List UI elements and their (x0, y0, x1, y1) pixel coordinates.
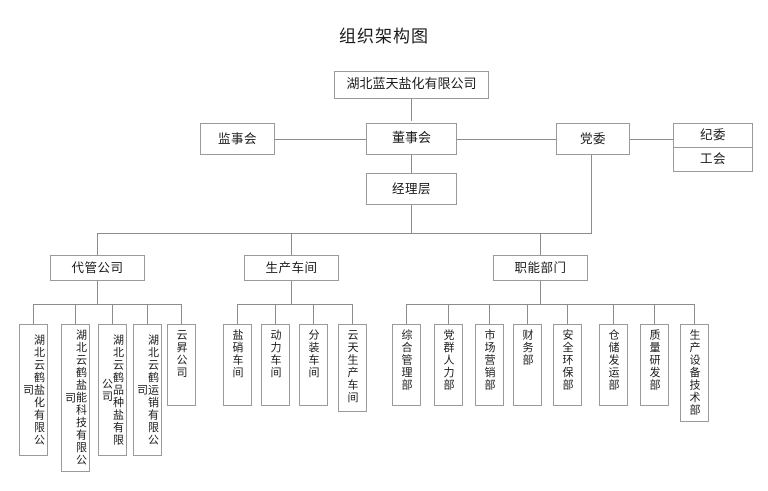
leaf-managed-company-2[interactable]: 湖北云鹤盐能科技有限公司 (61, 324, 90, 472)
connector-party-discipline (629, 139, 674, 140)
node-root-company[interactable]: 湖北蓝天盐化有限公司 (334, 71, 489, 99)
node-party-committee-label: 党委 (579, 130, 606, 146)
leaf-managed-company-3[interactable]: 湖北云鹤品种盐有限公司 (98, 324, 127, 456)
connector-supervisory-board (274, 139, 367, 140)
connector-functional-child-8 (694, 304, 695, 324)
node-group-functional-departments-label: 职能部门 (514, 259, 567, 275)
leaf-managed-company-5-label: 云昇公司 (175, 329, 188, 379)
leaf-production-workshop-2-label: 动力车间 (269, 329, 282, 379)
node-group-production-workshops-label: 生产车间 (265, 259, 318, 275)
connector-managed-child-4 (147, 304, 148, 324)
leaf-functional-department-7-label: 质量研发部 (648, 329, 661, 392)
node-labor-union-label: 工会 (699, 151, 726, 167)
connector-drop-functional (540, 233, 541, 255)
leaf-managed-company-3-label: 湖北云鹤品种盐有限公司 (100, 333, 125, 447)
leaf-functional-department-2-label: 党群人力部 (442, 329, 455, 392)
connector-root-down (411, 99, 412, 121)
node-discipline-committee-label: 纪委 (699, 127, 726, 143)
leaf-production-workshop-3[interactable]: 分装车间 (299, 324, 328, 406)
leaf-production-workshop-3-label: 分装车间 (307, 329, 320, 379)
leaf-production-workshop-1-label: 盐硝车间 (231, 329, 244, 379)
connector-functional-child-7 (654, 304, 655, 324)
connector-functional-child-1 (406, 304, 407, 324)
leaf-functional-department-5[interactable]: 安全环保部 (553, 324, 582, 406)
leaf-functional-department-6[interactable]: 仓储发运部 (599, 324, 628, 406)
connector-functional-bar (406, 304, 694, 305)
leaf-functional-department-4[interactable]: 财务部 (513, 324, 542, 406)
node-group-functional-departments[interactable]: 职能部门 (493, 255, 588, 281)
leaf-production-workshop-1[interactable]: 盐硝车间 (223, 324, 252, 406)
connector-main-bar (97, 233, 592, 234)
connector-drop-managed (97, 233, 98, 255)
connector-managed-bar (33, 304, 181, 305)
node-supervisory-board[interactable]: 监事会 (200, 123, 275, 155)
leaf-functional-department-3-label: 市场营销部 (483, 329, 496, 392)
leaf-functional-department-1-label: 综合管理部 (400, 329, 413, 392)
node-party-committee[interactable]: 党委 (556, 123, 630, 155)
leaf-functional-department-8-label: 生产设备技术部 (688, 329, 701, 417)
connector-functional-child-6 (613, 304, 614, 324)
node-management-layer-label: 经理层 (391, 180, 431, 196)
connector-board-management (411, 155, 412, 173)
page-title: 组织架构图 (339, 27, 429, 47)
connector-managed-child-2 (75, 304, 76, 324)
node-supervisory-board-label: 监事会 (217, 130, 257, 146)
leaf-managed-company-4-label: 湖北云鹤运销有限公司 (135, 333, 160, 447)
connector-production-child-1 (237, 304, 238, 324)
connector-managed-child-1 (33, 304, 34, 324)
connector-management-down (411, 205, 412, 233)
node-board-of-directors-label: 董事会 (391, 131, 431, 147)
connector-board-party (456, 139, 556, 140)
connector-functional-stem (540, 281, 541, 304)
leaf-functional-department-3[interactable]: 市场营销部 (475, 324, 504, 406)
leaf-functional-department-4-label: 财务部 (521, 329, 534, 367)
node-group-managed-companies-label: 代管公司 (71, 259, 124, 275)
connector-functional-child-2 (448, 304, 449, 324)
leaf-functional-department-5-label: 安全环保部 (561, 329, 574, 392)
leaf-managed-company-4[interactable]: 湖北云鹤运销有限公司 (133, 324, 162, 456)
connector-managed-child-3 (112, 304, 113, 324)
connector-drop-production (291, 233, 292, 255)
connector-functional-child-4 (527, 304, 528, 324)
node-group-production-workshops[interactable]: 生产车间 (244, 255, 339, 281)
leaf-managed-company-5[interactable]: 云昇公司 (167, 324, 196, 406)
node-board-of-directors[interactable]: 董事会 (366, 123, 457, 155)
connector-production-stem (291, 281, 292, 304)
connector-production-child-4 (352, 304, 353, 324)
connector-production-bar (237, 304, 352, 305)
connector-party-down (591, 155, 592, 233)
connector-production-child-2 (275, 304, 276, 324)
leaf-managed-company-1-label: 湖北云鹤盐化有限公司 (21, 333, 46, 447)
leaf-functional-department-8[interactable]: 生产设备技术部 (680, 324, 709, 422)
node-management-layer[interactable]: 经理层 (366, 173, 457, 205)
node-labor-union[interactable]: 工会 (673, 147, 753, 172)
connector-managed-stem (97, 281, 98, 304)
leaf-managed-company-1[interactable]: 湖北云鹤盐化有限公司 (19, 324, 48, 456)
leaf-production-workshop-2[interactable]: 动力车间 (261, 324, 290, 406)
leaf-managed-company-2-label: 湖北云鹤盐能科技有限公司 (63, 329, 88, 467)
leaf-functional-department-6-label: 仓储发运部 (607, 329, 620, 392)
connector-production-child-3 (313, 304, 314, 324)
node-discipline-committee[interactable]: 纪委 (673, 123, 753, 148)
leaf-production-workshop-4[interactable]: 云天生产车间 (338, 324, 367, 412)
node-group-managed-companies[interactable]: 代管公司 (50, 255, 145, 281)
node-root-company-label: 湖北蓝天盐化有限公司 (346, 77, 477, 93)
connector-managed-child-5 (181, 304, 182, 324)
leaf-functional-department-2[interactable]: 党群人力部 (434, 324, 463, 406)
leaf-functional-department-7[interactable]: 质量研发部 (640, 324, 669, 406)
connector-functional-child-5 (567, 304, 568, 324)
leaf-production-workshop-4-label: 云天生产车间 (346, 329, 359, 404)
leaf-functional-department-1[interactable]: 综合管理部 (392, 324, 421, 406)
connector-functional-child-3 (489, 304, 490, 324)
